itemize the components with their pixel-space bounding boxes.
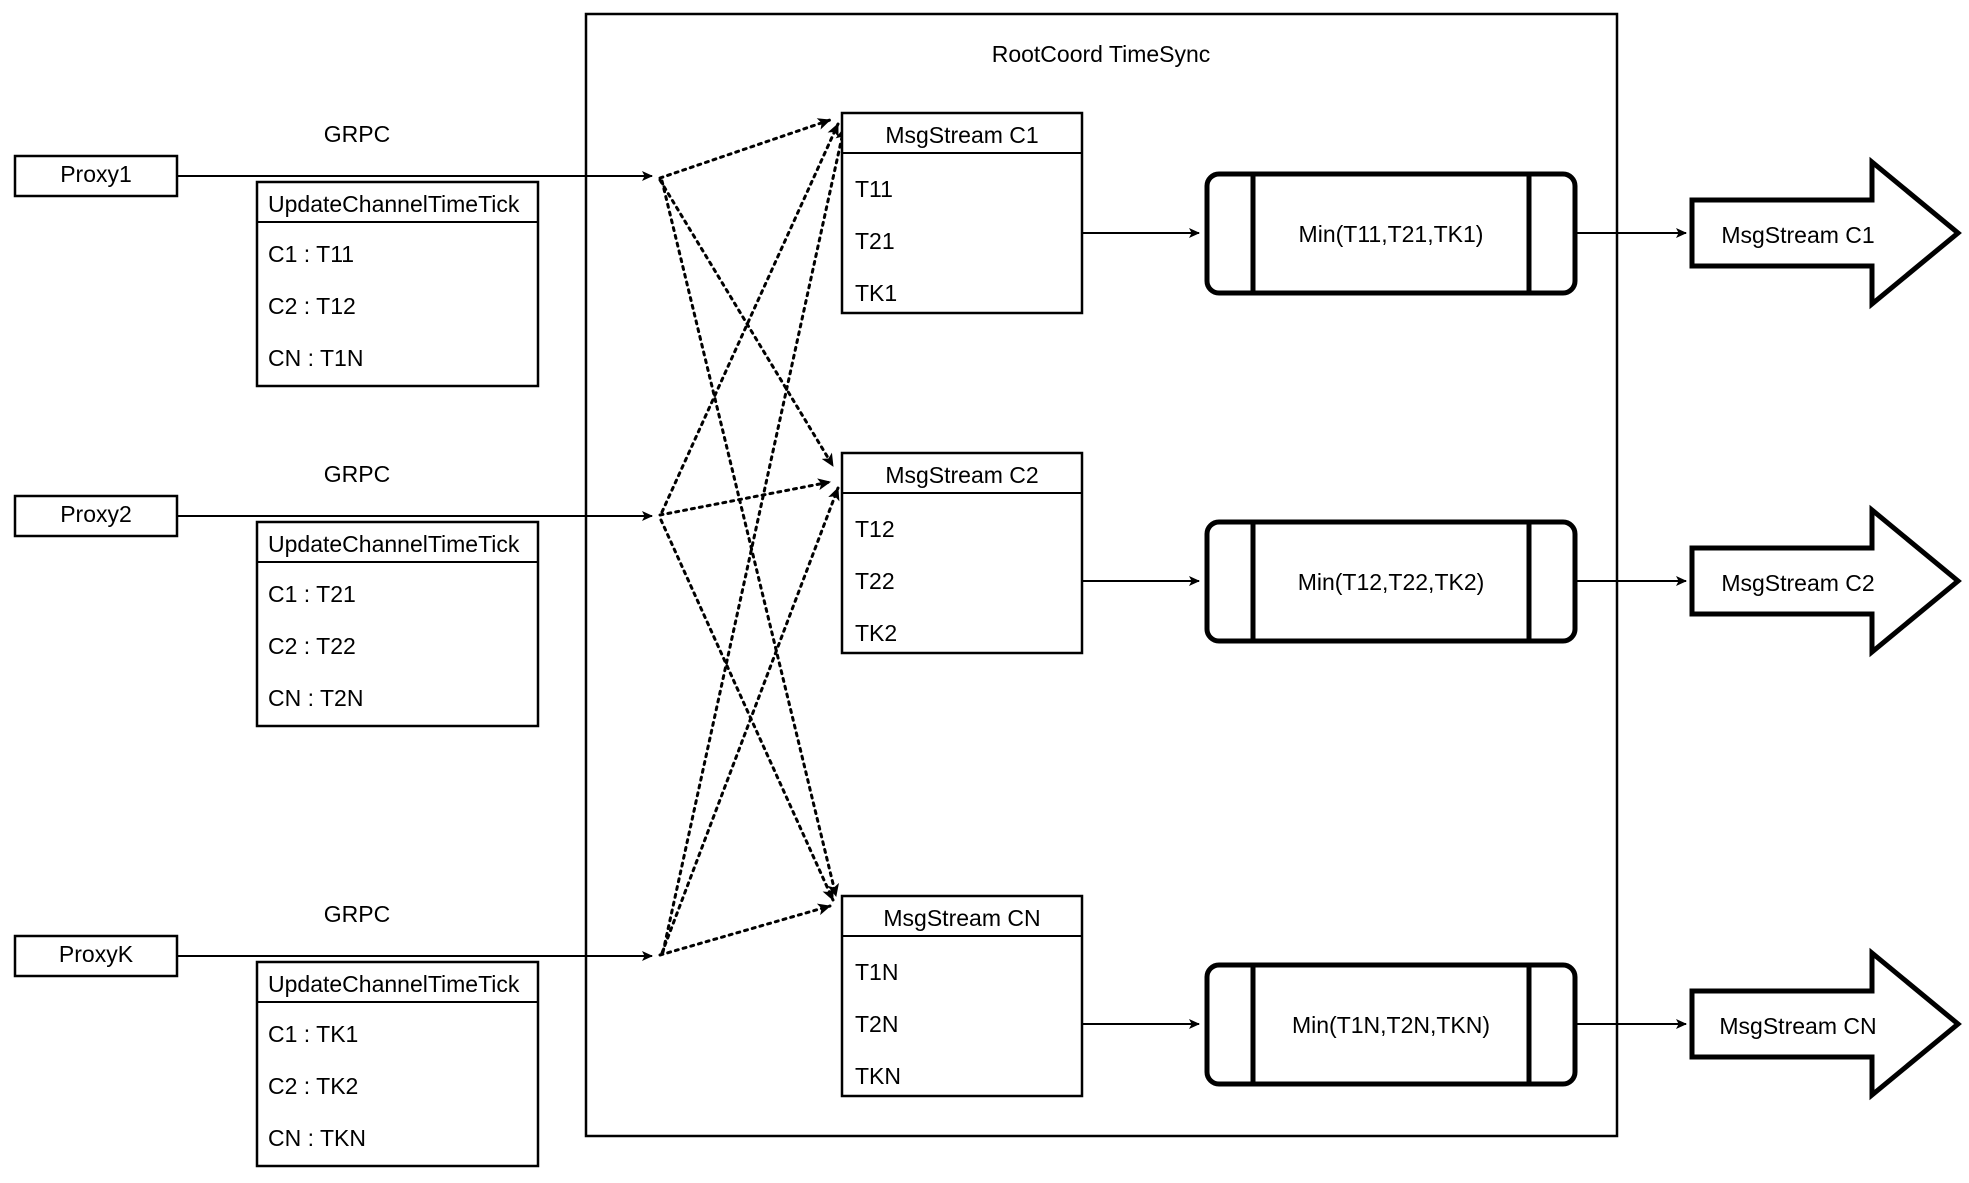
dotted-link-h2-c2 (658, 478, 832, 517)
rootcoord-container-label: RootCoord TimeSync (992, 41, 1211, 67)
msgstream-box-2 (840, 451, 1084, 655)
proxy-box-2[interactable] (13, 494, 179, 538)
dotted-link-h3-c2 (660, 486, 840, 955)
rpc-row-3-1: C2 : TK2 (268, 1073, 358, 1099)
rpc-title-2: UpdateChannelTimeTick (268, 531, 520, 557)
rpc-title-3: UpdateChannelTimeTick (268, 971, 520, 997)
rpc-row-2-0: C1 : T21 (268, 581, 356, 607)
dotted-link-h1-cn (660, 179, 839, 898)
dotted-link-h1-c1 (658, 118, 832, 180)
min-label-3: Min(T1N,T2N,TKN) (1292, 1012, 1490, 1038)
msgstream-row-1-1: T21 (855, 228, 895, 254)
msgstream-row-3-2: TKN (855, 1063, 901, 1089)
rpc-row-1-1: C2 : T12 (268, 293, 356, 319)
output-label-3: MsgStream CN (1719, 1013, 1876, 1039)
dotted-link-h2-c1 (660, 122, 840, 514)
rpc-box-2 (255, 520, 540, 728)
msgstream-row-3-0: T1N (855, 959, 898, 985)
msgstream-title-1: MsgStream C1 (885, 122, 1038, 148)
dotted-link-h3-cn (658, 903, 832, 957)
min-label-2: Min(T12,T22,TK2) (1298, 569, 1485, 595)
grpc-label-3: GRPC (324, 901, 390, 927)
dotted-link-h2-cn (659, 518, 835, 902)
rpc-row-2-1: C2 : T22 (268, 633, 356, 659)
msgstream-title-2: MsgStream C2 (885, 462, 1038, 488)
output-label-1: MsgStream C1 (1721, 222, 1874, 248)
msgstream-row-3-1: T2N (855, 1011, 898, 1037)
min-label-1: Min(T11,T21,TK1) (1299, 221, 1484, 247)
output-arrow-2 (1689, 504, 1962, 658)
msgstream-row-2-1: T22 (855, 568, 895, 594)
rpc-row-2-2: CN : T2N (268, 685, 363, 711)
msgstream-row-2-0: T12 (855, 516, 895, 542)
proxy-box-3[interactable] (13, 934, 179, 978)
dotted-link-h3-c1 (661, 126, 848, 954)
rpc-row-3-2: CN : TKN (268, 1125, 366, 1151)
output-label-2: MsgStream C2 (1721, 570, 1874, 596)
proxy-label-1: Proxy1 (60, 161, 132, 187)
output-arrow-1 (1689, 156, 1962, 310)
msgstream-row-2-2: TK2 (855, 620, 897, 646)
msgstream-box-3 (840, 894, 1084, 1098)
proxy-label-3: ProxyK (59, 941, 134, 967)
msgstream-row-1-2: TK1 (855, 280, 897, 306)
msgstream-row-1-0: T11 (855, 176, 893, 202)
rpc-row-1-0: C1 : T11 (268, 241, 354, 267)
proxy-box-1[interactable] (13, 154, 179, 198)
grpc-label-1: GRPC (324, 121, 390, 147)
rpc-box-1 (255, 180, 540, 388)
rpc-box-3 (255, 960, 540, 1168)
grpc-label-2: GRPC (324, 461, 390, 487)
msgstream-title-3: MsgStream CN (883, 905, 1040, 931)
output-arrow-3 (1689, 947, 1962, 1101)
proxy-label-2: Proxy2 (60, 501, 132, 527)
rpc-row-3-0: C1 : TK1 (268, 1021, 358, 1047)
rpc-row-1-2: CN : T1N (268, 345, 363, 371)
rpc-title-1: UpdateChannelTimeTick (268, 191, 520, 217)
msgstream-box-1 (840, 111, 1084, 315)
